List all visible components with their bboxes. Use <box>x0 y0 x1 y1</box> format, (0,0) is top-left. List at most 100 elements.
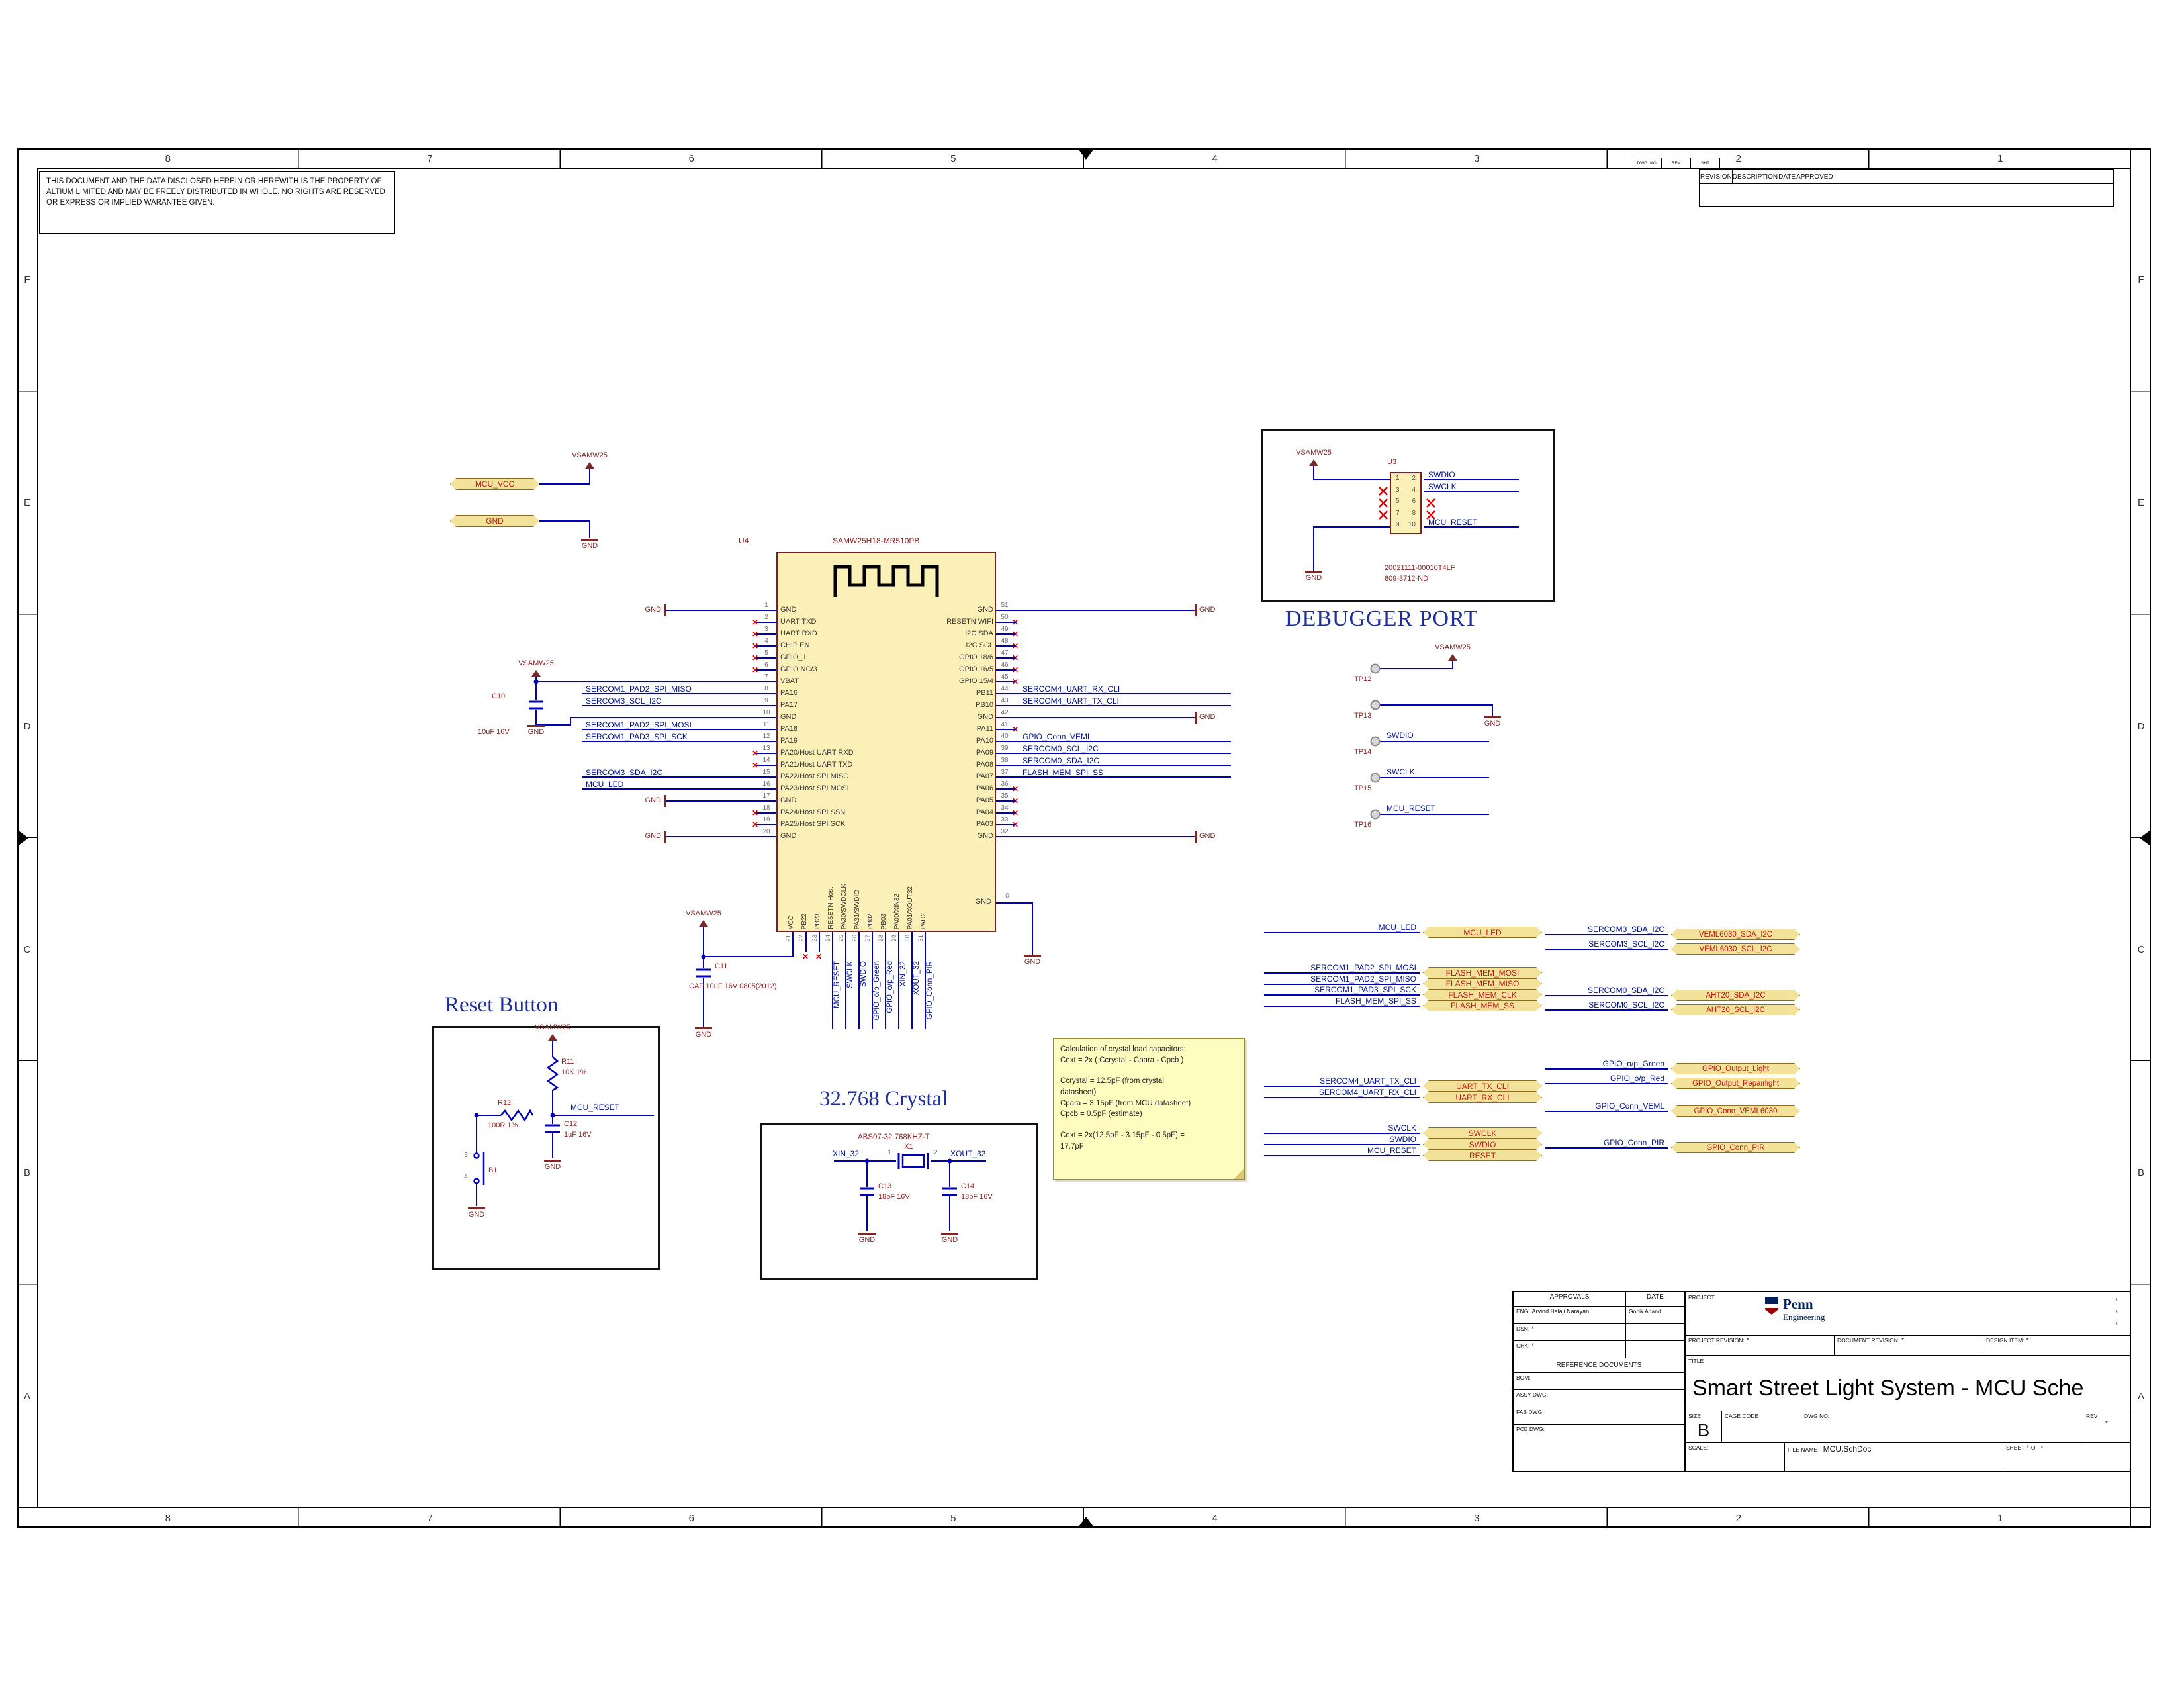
mcu-pin[interactable]: 32 GND <box>976 828 1241 843</box>
port-mcu-vcc[interactable]: MCU_VCC <box>450 478 539 490</box>
mcu-pin[interactable]: ✕ 2 UART TXD <box>728 614 993 628</box>
net-label[interactable]: SERCOM0_SCL_I2C <box>1588 1000 1664 1009</box>
testpoint-ref[interactable]: TP15 <box>1354 784 1372 792</box>
mcu-pin[interactable]: ✕ 46 GPIO 16/5 <box>959 661 1241 676</box>
sheet-port[interactable]: AHT20_SCL_I2C <box>1671 1004 1800 1015</box>
sheet-port[interactable]: SWDIO <box>1423 1139 1542 1150</box>
mcu-pin[interactable]: RESETN Host <box>826 851 839 931</box>
net-label[interactable]: MCU_RESET <box>1428 518 1478 527</box>
net-label[interactable]: SERCOM1_PAD2_SPI_MISO <box>1310 974 1416 984</box>
net-label[interactable]: SERCOM4_UART_TX_CLI <box>1320 1076 1416 1086</box>
net-label[interactable]: SWCLK <box>1387 767 1415 776</box>
sheet-port[interactable]: FLASH_MEM_CLK <box>1423 989 1542 1000</box>
sheet-port[interactable]: GPIO_Conn_VEML6030 <box>1671 1105 1800 1117</box>
mcu-pin[interactable]: ✕ 19 PA25/Host SPI SCK <box>728 816 993 831</box>
mcu-pin[interactable]: 12 PA19 <box>728 733 993 747</box>
testpoint-ref[interactable]: TP16 <box>1354 821 1372 829</box>
net-label[interactable]: SERCOM3_SDA_I2C <box>586 768 663 777</box>
mcu-pin[interactable]: 9 PA17 <box>728 697 993 712</box>
net-label[interactable]: SERCOM1_PAD2_SPI_MOSI <box>586 720 692 729</box>
mcu-pin[interactable]: PA00/XIN32 <box>892 851 905 931</box>
mcu-pin[interactable]: PA01/XOUT32 <box>905 851 919 931</box>
net-label[interactable]: MCU_LED <box>586 780 624 789</box>
mcu-body[interactable] <box>776 552 996 932</box>
sheet-port[interactable]: MCU_LED <box>1423 927 1542 938</box>
net-label[interactable]: SERCOM1_PAD3_SPI_SCK <box>1314 985 1416 994</box>
net-label[interactable]: GPIO_Conn_PIR <box>1603 1138 1664 1147</box>
mcu-pin[interactable]: 8 PA16 <box>728 685 993 700</box>
mcu-pin[interactable]: 38 PA08 <box>976 757 1241 771</box>
mcu-pin[interactable]: ✕ 4 CHIP EN <box>728 637 993 652</box>
sheet-port[interactable]: VEML6030_SCL_I2C <box>1671 943 1800 955</box>
mcu-pin[interactable]: ✕ 18 PA24/Host SPI SSN <box>728 804 993 819</box>
mcu-pin[interactable]: PB23 <box>813 851 826 931</box>
net-label[interactable]: MCU_RESET <box>1367 1146 1416 1155</box>
crystal-designator[interactable]: X1 <box>904 1143 913 1150</box>
c11-designator[interactable]: C11 <box>715 962 728 970</box>
mcu-pin[interactable]: 20 GND <box>728 828 993 843</box>
mcu-pin[interactable]: ✕ 14 PA21/Host UART TXD <box>728 757 993 771</box>
net-label[interactable]: SERCOM1_PAD2_SPI_MISO <box>586 684 692 694</box>
sheet-port[interactable]: RESET <box>1423 1150 1542 1161</box>
c14-designator[interactable]: C14 <box>961 1182 975 1190</box>
mcu-pin[interactable]: ✕ 36 PA06 <box>976 780 1241 795</box>
c12-designator[interactable]: C12 <box>564 1120 578 1128</box>
net-label[interactable]: GPIO_o/p_Red <box>1610 1074 1664 1083</box>
sheet-port[interactable]: SWCLK <box>1423 1127 1542 1139</box>
mcu-pin[interactable]: ✕ 48 I2C SCL <box>966 637 1241 652</box>
net-label[interactable]: SERCOM4_UART_RX_CLI <box>1318 1088 1416 1097</box>
sheet-port[interactable]: FLASH_MEM_MOSI <box>1423 967 1542 978</box>
mcu-pin[interactable]: ✕ 47 GPIO 18/6 <box>959 649 1241 664</box>
net-label[interactable]: SERCOM0_SDA_I2C <box>1587 986 1664 995</box>
mcu-pin[interactable]: ✕ 33 PA03 <box>976 816 1241 831</box>
mcu-pin[interactable]: ✕ 41 PA11 <box>976 721 1241 735</box>
mcu-pin[interactable]: 42 GND <box>976 709 1241 724</box>
net-label[interactable]: SERCOM4_UART_RX_CLI <box>1023 684 1120 694</box>
mcu-pin[interactable]: 7 VBAT <box>728 673 993 688</box>
mcu-pin[interactable]: 11 PA18 <box>728 721 993 735</box>
sheet-port[interactable]: GPIO_Conn_PIR <box>1671 1142 1800 1153</box>
net-label[interactable]: SWDIO <box>1387 731 1414 740</box>
r11-designator[interactable]: R11 <box>561 1058 574 1066</box>
mcu-pin[interactable]: PB22 <box>799 851 813 931</box>
sheet-port[interactable]: GPIO_Output_Light <box>1671 1063 1800 1074</box>
mcu-pin[interactable]: 40 PA10 <box>976 733 1241 747</box>
testpoint-ref[interactable]: TP13 <box>1354 712 1372 720</box>
mcu-pin[interactable]: ✕ 6 GPIO NC/3 <box>728 661 993 676</box>
mcu-pin[interactable]: 37 PA07 <box>976 769 1241 783</box>
net-label[interactable]: XIN_32 <box>833 1149 860 1158</box>
mcu-pin[interactable]: ✕ 35 PA05 <box>976 792 1241 807</box>
net-label[interactable]: GPIO_Conn_VEML <box>1023 732 1092 741</box>
sheet-port[interactable]: UART_TX_CLI <box>1423 1080 1542 1092</box>
button-designator[interactable]: B1 <box>488 1166 498 1174</box>
design-note[interactable]: Calculation of crystal load capacitors:C… <box>1053 1038 1245 1180</box>
net-label[interactable]: SWCLK <box>1428 482 1457 491</box>
sheet-port[interactable]: VEML6030_SDA_I2C <box>1671 929 1800 940</box>
mcu-designator[interactable]: U4 <box>739 536 749 545</box>
sheet-port[interactable]: AHT20_SDA_I2C <box>1671 990 1800 1001</box>
sheet-port[interactable]: FLASH_MEM_SS <box>1423 1000 1542 1011</box>
mcu-pin[interactable]: 44 PB11 <box>976 685 1241 700</box>
mcu-pin[interactable]: 16 PA23/Host SPI MOSI <box>728 780 993 795</box>
mcu-pin[interactable]: 1 GND <box>728 602 993 616</box>
c10-designator[interactable]: C10 <box>492 692 506 700</box>
net-label[interactable]: SERCOM1_PAD3_SPI_SCK <box>586 732 688 741</box>
mcu-pin[interactable]: PA30/SWDCLK <box>839 851 852 931</box>
sheet-port[interactable]: GPIO_Output_Repairlight <box>1671 1078 1800 1089</box>
mcu-pin[interactable]: ✕ 49 I2C SDA <box>965 626 1241 640</box>
net-label[interactable]: SERCOM3_SCL_I2C <box>1588 939 1664 949</box>
mcu-pin[interactable]: PB03 <box>879 851 892 931</box>
debug-connector-designator[interactable]: U3 <box>1387 458 1397 466</box>
sheet-port[interactable]: UART_RX_CLI <box>1423 1092 1542 1103</box>
r12-designator[interactable]: R12 <box>498 1099 512 1107</box>
net-label[interactable]: MCU_RESET <box>1387 804 1436 813</box>
net-label[interactable]: SWDIO <box>1428 470 1455 479</box>
net-label[interactable]: SWDIO <box>1389 1135 1416 1144</box>
testpoint-ref[interactable]: TP14 <box>1354 748 1372 756</box>
mcu-pin[interactable]: 51 GND <box>976 602 1241 616</box>
mcu-pin[interactable]: ✕ 45 GPIO 15/4 <box>959 673 1241 688</box>
net-label[interactable]: MCU_LED <box>1378 923 1416 932</box>
c13-designator[interactable]: C13 <box>878 1182 892 1190</box>
net-label[interactable]: GPIO_o/p_Green <box>1602 1059 1664 1068</box>
net-label[interactable]: MCU_RESET <box>570 1103 620 1112</box>
